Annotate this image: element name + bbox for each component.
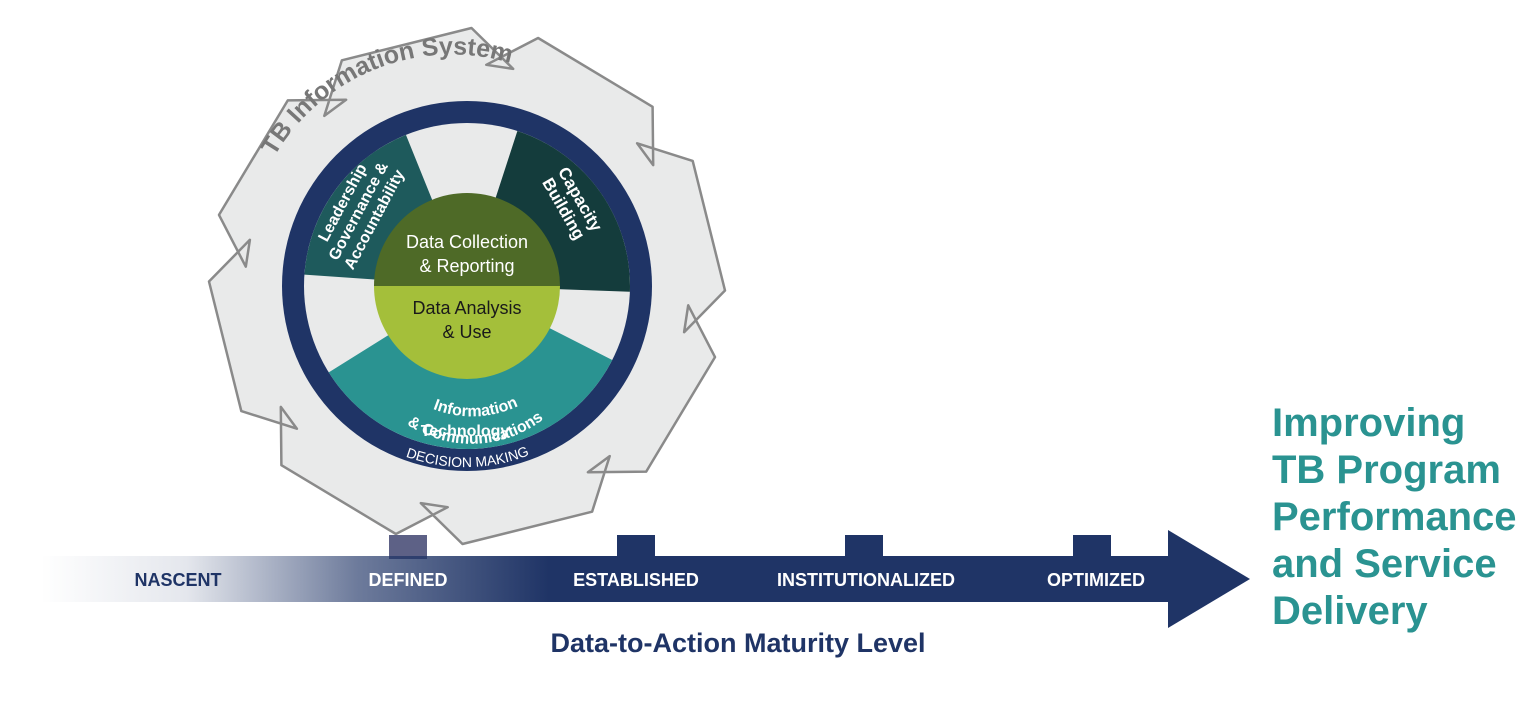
- arrow-head: [1168, 530, 1250, 628]
- outcome-line-4: and Service: [1272, 542, 1497, 586]
- level-tab-defined: [389, 535, 427, 559]
- segment-capacity-building: [491, 130, 630, 292]
- level-defined: DEFINED: [368, 570, 447, 590]
- level-optimized: OPTIMIZED: [1047, 570, 1145, 590]
- center-top-half: [374, 193, 560, 286]
- segment-ict: [328, 322, 613, 450]
- data-analysis-line1: Data Analysis: [412, 298, 521, 318]
- data-analysis-line2: & Use: [442, 322, 491, 342]
- outcome-line-5: Delivery: [1272, 589, 1428, 633]
- level-tab-established: [617, 535, 655, 559]
- data-collection-line1: Data Collection: [406, 232, 528, 252]
- maturity-arrow: [40, 530, 1250, 628]
- level-established: ESTABLISHED: [573, 570, 699, 590]
- segment-leadership: [304, 134, 438, 281]
- level-tab-institutionalized: [845, 535, 883, 559]
- level-tab-optimized: [1073, 535, 1111, 559]
- arrow-shaft: [40, 556, 1171, 602]
- outcome-line-2: TB Program: [1272, 448, 1501, 492]
- outcome-line-3: Performance: [1272, 495, 1517, 539]
- data-collection-line2: & Reporting: [419, 256, 514, 276]
- center-bottom-half: [374, 286, 560, 379]
- level-nascent: NASCENT: [134, 570, 221, 590]
- maturity-axis-label: Data-to-Action Maturity Level: [550, 628, 925, 658]
- level-institutionalized: INSTITUTIONALIZED: [777, 570, 955, 590]
- outcome-statement: Improving TB Program Performance and Ser…: [1272, 400, 1534, 635]
- ict-label-line3: Technology: [421, 423, 510, 440]
- outcome-line-1: Improving: [1272, 401, 1466, 445]
